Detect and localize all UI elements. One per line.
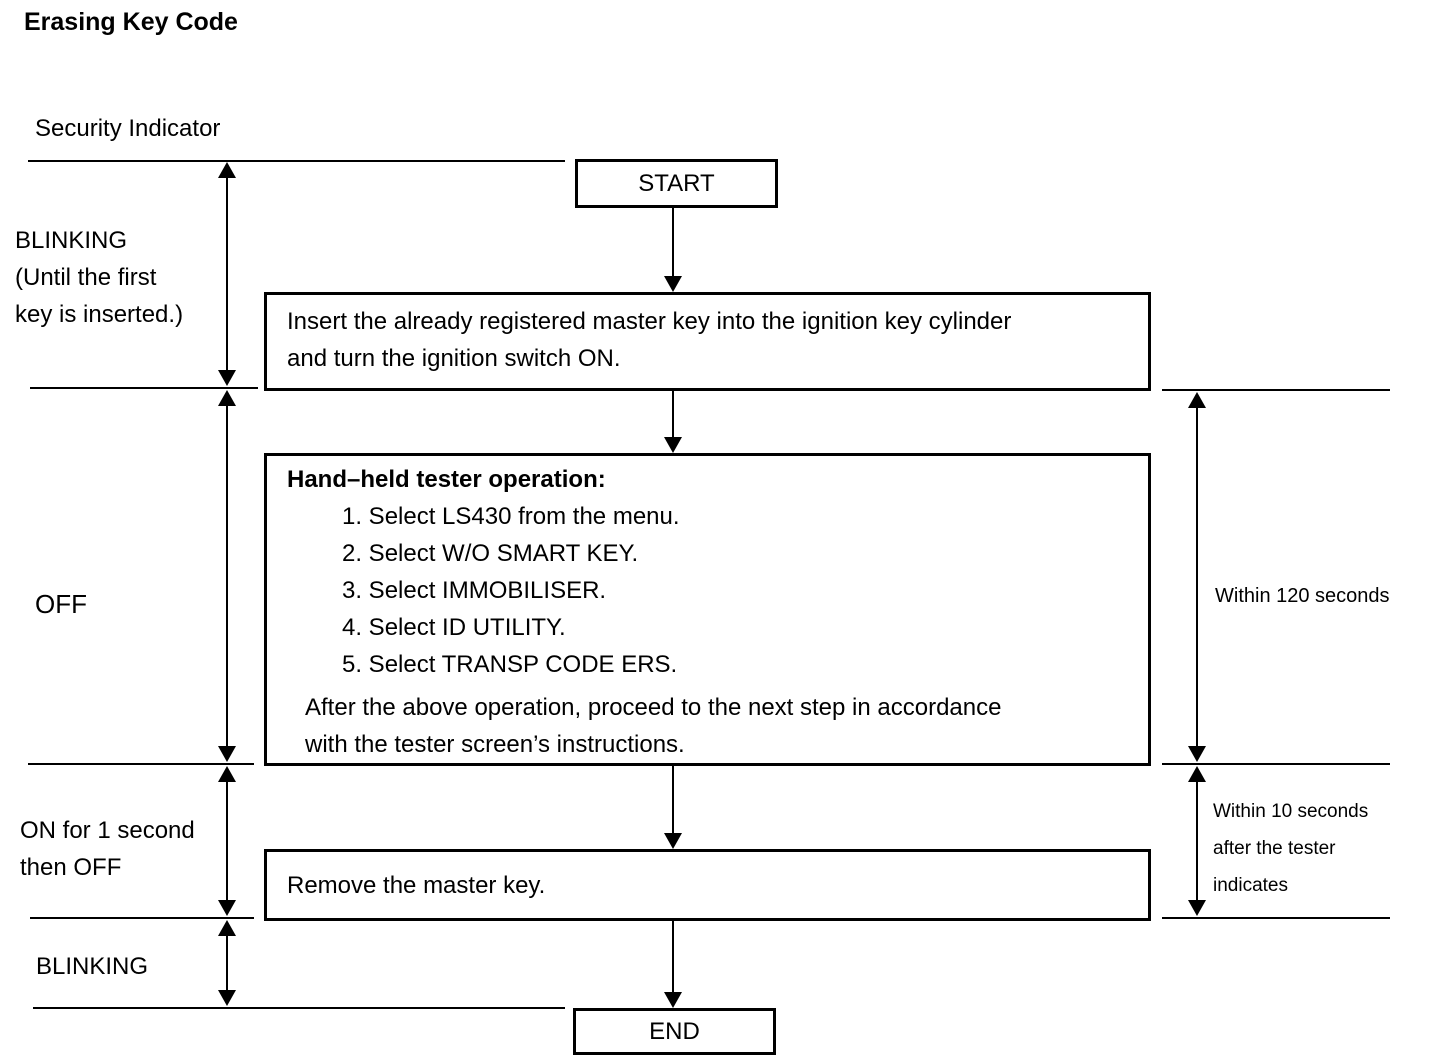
state-blinking-label: BLINKING (36, 953, 149, 980)
indicator-line-bottom (33, 1007, 565, 1009)
tester-operation-steps: 1. Select LS430 from the menu. 2. Select… (287, 498, 1128, 683)
arrowhead-down-icon (664, 437, 682, 453)
end-node: END (573, 1008, 776, 1055)
double-arrow-shaft (226, 392, 228, 760)
tester-step-1: 1. Select LS430 from the menu. (342, 503, 680, 530)
arrowhead-up-icon (218, 390, 236, 406)
arrowhead-down-icon (1188, 900, 1206, 916)
double-arrow-shaft (226, 922, 228, 1004)
state-blinking-until-first-key-label: BLINKING (Until the first key is inserte… (15, 227, 184, 328)
arrowhead-up-icon (218, 162, 236, 178)
security-indicator-label: Security Indicator (35, 115, 221, 142)
arrowhead-down-icon (218, 990, 236, 1006)
arrowhead-up-icon (218, 920, 236, 936)
arrowhead-down-icon (218, 370, 236, 386)
tester-operation-heading: Hand–held tester operation: (287, 466, 606, 493)
step-remove-key-box: Remove the master key. (264, 849, 1151, 921)
indicator-line-top (28, 160, 565, 162)
arrowhead-down-icon (664, 992, 682, 1008)
double-arrow-shaft (1196, 768, 1198, 914)
state-on-1s-then-off-label: ON for 1 second then OFF (20, 817, 195, 881)
state-off-label: OFF (35, 589, 87, 619)
timing-line-top (1162, 389, 1390, 391)
arrowhead-up-icon (1188, 392, 1206, 408)
flow-arrow-shaft (672, 390, 674, 440)
indicator-line-2 (30, 387, 258, 389)
timing-within-120s-label: Within 120 seconds (1215, 585, 1390, 607)
tester-step-3: 3. Select IMMOBILISER. (342, 577, 607, 604)
flow-arrow-shaft (672, 765, 674, 835)
tester-operation-note: After the above operation, proceed to th… (305, 694, 1002, 758)
tester-step-5: 5. Select TRANSP CODE ERS. (342, 651, 678, 678)
timing-line-bottom (1162, 917, 1390, 919)
arrowhead-down-icon (218, 900, 236, 916)
arrowhead-down-icon (218, 746, 236, 762)
indicator-line-3 (28, 763, 254, 765)
arrowhead-down-icon (664, 833, 682, 849)
arrowhead-down-icon (664, 276, 682, 292)
timing-line-mid (1162, 763, 1390, 765)
flow-arrow-shaft (672, 207, 674, 279)
double-arrow-shaft (1196, 394, 1198, 760)
step-insert-key-box: Insert the already registered master key… (264, 292, 1151, 391)
flow-arrow-shaft (672, 920, 674, 994)
indicator-line-4 (30, 917, 254, 919)
double-arrow-shaft (226, 164, 228, 384)
start-node: START (575, 159, 778, 208)
arrowhead-up-icon (1188, 766, 1206, 782)
arrowhead-down-icon (1188, 746, 1206, 762)
step-tester-operation-box: Hand–held tester operation: 1. Select LS… (264, 453, 1151, 766)
arrowhead-up-icon (218, 766, 236, 782)
timing-within-10s-label: Within 10 seconds after the tester indic… (1213, 801, 1369, 896)
page-title: Erasing Key Code (24, 8, 238, 36)
tester-step-4: 4. Select ID UTILITY. (342, 614, 566, 641)
tester-step-2: 2. Select W/O SMART KEY. (342, 540, 639, 567)
double-arrow-shaft (226, 768, 228, 914)
